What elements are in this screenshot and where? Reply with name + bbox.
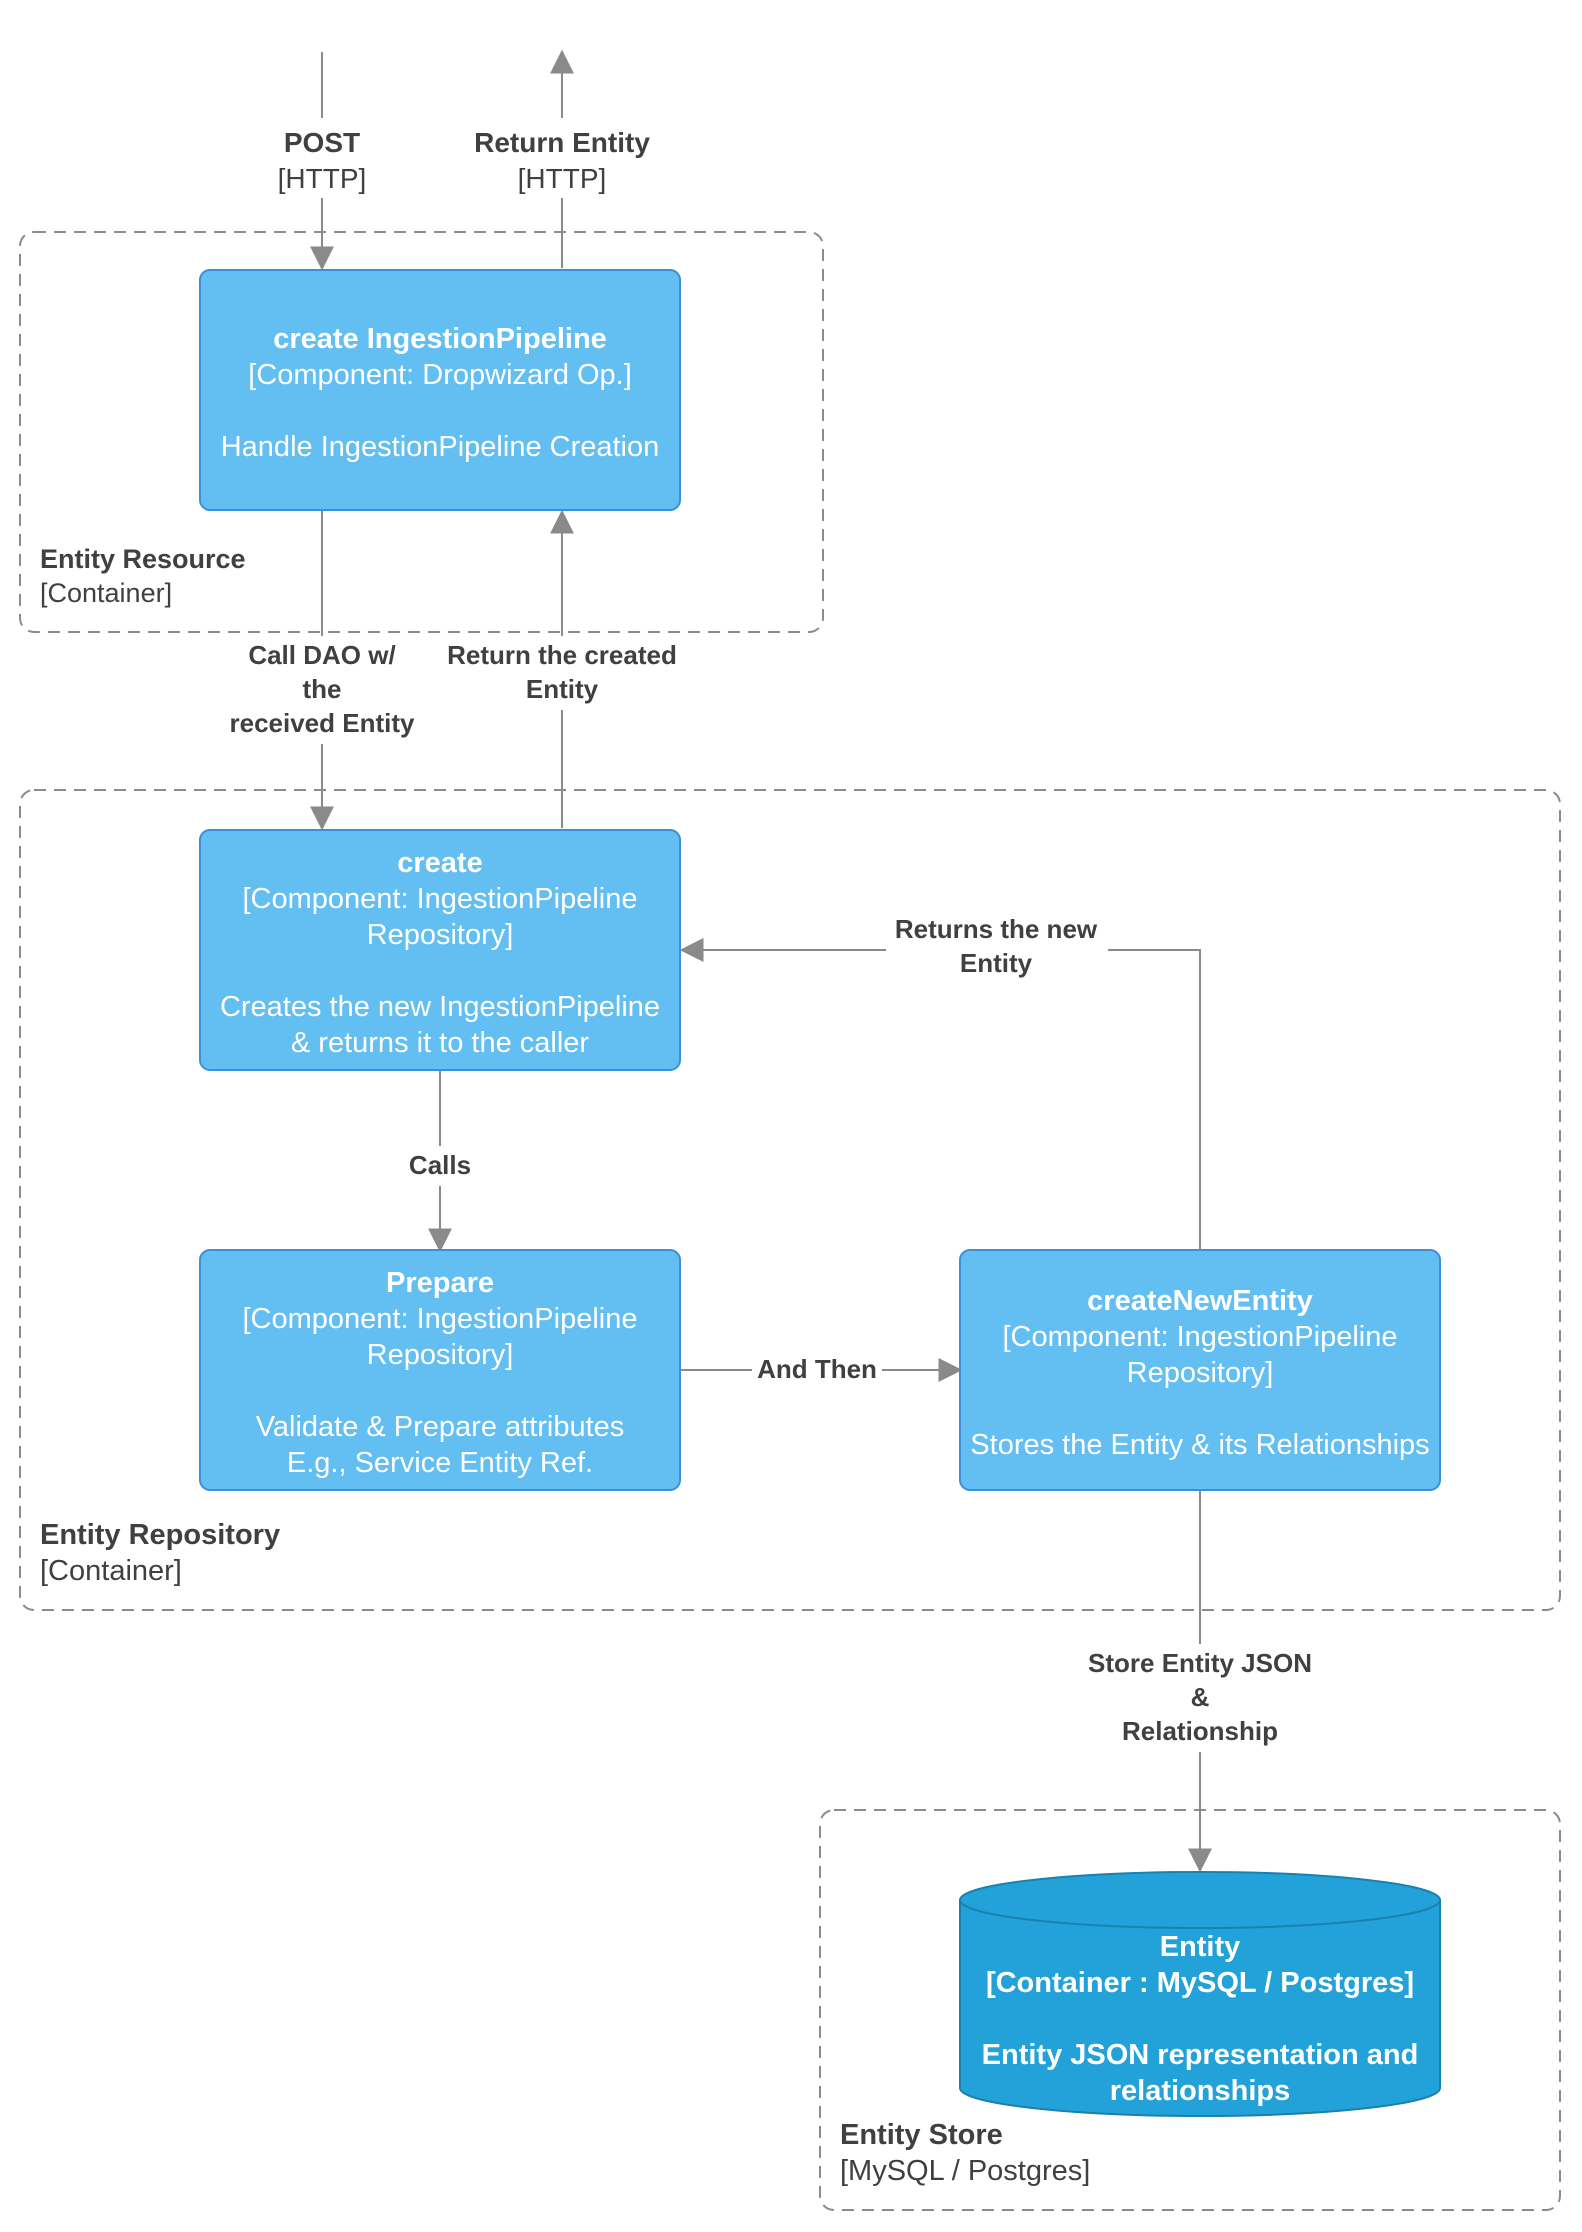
edge-return-created-label-line1: Return the created: [447, 640, 677, 670]
boundary-entity-repository-title: Entity Repository: [40, 1519, 280, 1551]
edge-store-json-label-bg: [1070, 1644, 1330, 1752]
database-entity-desc-line1: Entity JSON representation and: [982, 2039, 1419, 2071]
edge-post-label-line2: [HTTP]: [278, 163, 367, 194]
component-prepare-title: Prepare: [386, 1267, 494, 1299]
edge-post-label-bg: [250, 118, 394, 198]
edge-calls-label-bg: [400, 1146, 480, 1186]
component-create-box[interactable]: [199, 829, 681, 1071]
component-create-ingestion-pipeline-title: create IngestionPipeline: [273, 323, 607, 355]
component-create-ingestion-pipeline-type: [Component: Dropwizard Op.]: [248, 359, 632, 391]
component-create-new-entity-box[interactable]: [959, 1249, 1441, 1491]
component-prepare-type-line2: Repository]: [367, 1339, 514, 1371]
component-create-ingestion-pipeline-description: Handle IngestionPipeline Creation: [221, 431, 660, 463]
edge-return-entity-label-bg: [460, 118, 664, 198]
boundary-entity-resource-title: Entity Resource: [40, 544, 246, 574]
edge-and-then-label-bg: [752, 1350, 882, 1390]
component-create-desc-line1: Creates the new IngestionPipeline: [220, 991, 660, 1023]
component-create-new-entity[interactable]: createNewEntity [Component: IngestionPip…: [959, 1249, 1441, 1491]
component-create-new-entity-description: Stores the Entity & its Relationships: [970, 1429, 1429, 1461]
edge-call-dao-label-line1: Call DAO w/: [248, 640, 395, 670]
edge-store-json-label-line2: &: [1191, 1682, 1210, 1712]
boundary-entity-resource-frame: [19, 231, 824, 633]
component-create-new-entity-type-line2: Repository]: [1127, 1357, 1274, 1389]
edge-call-dao-label-bg: [218, 636, 428, 744]
boundary-entity-repository-subtitle: [Container]: [40, 1555, 182, 1587]
boundary-entity-store-frame: [819, 1809, 1561, 2211]
component-prepare-type-line1: [Component: IngestionPipeline: [243, 1303, 638, 1335]
component-create-new-entity-title: createNewEntity: [1087, 1285, 1313, 1317]
edge-returns-new-label-line2: Entity: [960, 948, 1033, 978]
database-entity-type: [Container : MySQL / Postgres]: [986, 1967, 1414, 1999]
database-entity-top: [959, 1871, 1441, 1929]
edge-calls-label-line1: Calls: [409, 1150, 471, 1180]
edge-store-json-label-line3: Relationship: [1122, 1716, 1278, 1746]
database-entity-body[interactable]: [959, 1900, 1441, 2117]
component-prepare-desc-line2: E.g., Service Entity Ref.: [287, 1447, 593, 1479]
boundary-entity-repository-frame: [19, 789, 1561, 1611]
component-create-title: create: [397, 847, 482, 879]
edge-return-created-label-line2: Entity: [526, 674, 599, 704]
edge-call-dao-label-line3: received Entity: [230, 708, 416, 738]
edge-call-dao-label-line2: the: [303, 674, 342, 704]
component-create-desc-line2: & returns it to the caller: [291, 1027, 590, 1059]
boundary-entity-store-title: Entity Store: [840, 2119, 1003, 2151]
component-create-ingestion-pipeline-box[interactable]: [199, 269, 681, 511]
component-prepare-desc-line1: Validate & Prepare attributes: [256, 1411, 625, 1443]
edge-labels: POST [HTTP] Return Entity [HTTP] Call DA…: [218, 118, 1330, 1752]
component-create[interactable]: create [Component: IngestionPipeline Rep…: [199, 829, 681, 1071]
component-prepare-box[interactable]: [199, 1249, 681, 1491]
edge-return-entity-label-line1: Return Entity: [474, 127, 650, 158]
boundary-entity-repository: Entity Repository [Container]: [19, 789, 1561, 1611]
database-entity-title: Entity: [1160, 1931, 1241, 1963]
boundary-entity-store-subtitle: [MySQL / Postgres]: [840, 2155, 1090, 2187]
edge-return-created-label-bg: [434, 636, 690, 710]
edge-and-then-label-line1: And Then: [757, 1354, 877, 1384]
database-entity-desc-line2: relationships: [1110, 2075, 1291, 2107]
edge-returns-new-line: [679, 938, 1201, 1250]
component-create-type-line2: Repository]: [367, 919, 514, 951]
edge-post-label-line1: POST: [284, 127, 360, 158]
boundary-entity-store: Entity Store [MySQL / Postgres]: [819, 1809, 1561, 2211]
component-create-ingestion-pipeline[interactable]: create IngestionPipeline [Component: Dro…: [199, 269, 681, 511]
edge-returns-new-label-line1: Returns the new: [895, 914, 1098, 944]
edge-returns-new-label-bg: [886, 910, 1108, 986]
component-prepare[interactable]: Prepare [Component: IngestionPipeline Re…: [199, 1249, 681, 1491]
database-entity[interactable]: Entity [Container : MySQL / Postgres] En…: [959, 1871, 1441, 2117]
boundary-entity-resource-subtitle: [Container]: [40, 578, 172, 608]
edge-return-entity-label-line2: [HTTP]: [518, 163, 607, 194]
edge-store-json-label-line1: Store Entity JSON: [1088, 1648, 1312, 1678]
component-create-new-entity-type-line1: [Component: IngestionPipeline: [1003, 1321, 1398, 1353]
boundary-entity-resource: Entity Resource [Container]: [19, 231, 824, 633]
component-create-type-line1: [Component: IngestionPipeline: [243, 883, 638, 915]
